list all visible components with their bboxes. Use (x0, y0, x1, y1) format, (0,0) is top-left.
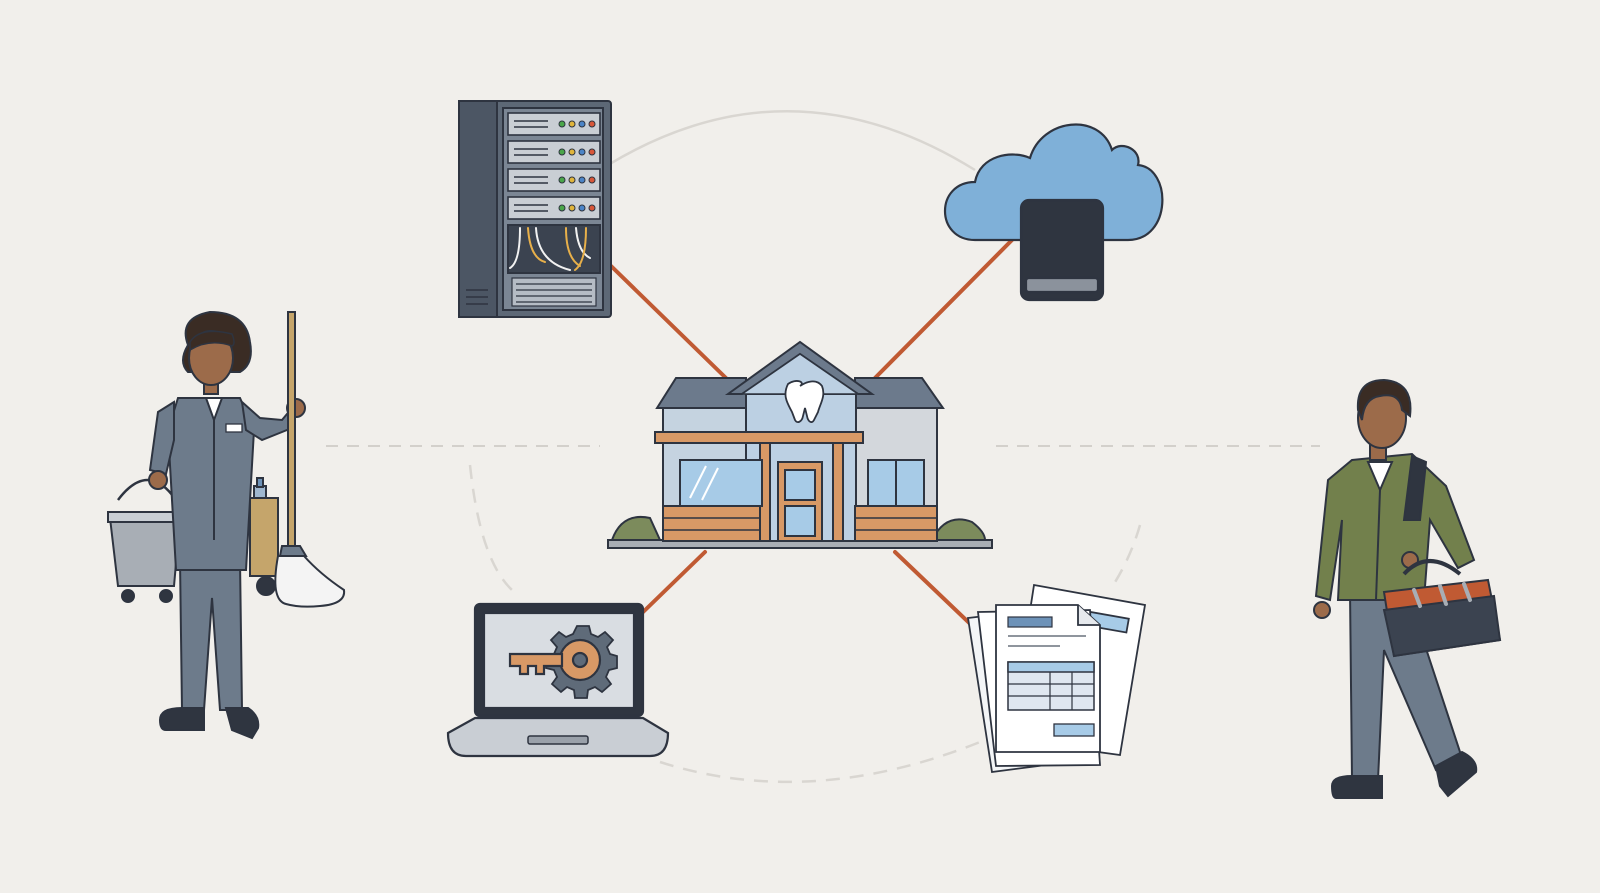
mop-head (274, 555, 346, 608)
ring-arc-bottom (659, 740, 981, 784)
background-ring (468, 110, 1142, 784)
ring-arc-top (607, 110, 976, 172)
connector-cloud (873, 238, 1014, 380)
dental-office-building (607, 340, 993, 549)
wood-siding (662, 505, 938, 542)
connector-server (608, 263, 730, 382)
window-right (867, 459, 925, 507)
mop-bucket (107, 478, 183, 603)
ring-arc-left (468, 464, 513, 591)
cleaning-cart (249, 477, 279, 596)
laptop-key-gear-icon (446, 602, 670, 758)
janitor-icon (107, 310, 346, 740)
cloud-drive-icon (943, 123, 1164, 302)
bush-right (930, 518, 987, 541)
connectors (608, 238, 1014, 640)
tooth-icon (784, 380, 825, 423)
window-left (679, 459, 763, 507)
tool-bag (1382, 559, 1502, 658)
connector-laptop (638, 550, 707, 617)
documents-icon (966, 583, 1147, 774)
front-door (777, 461, 823, 542)
wrench-icon (1412, 582, 1472, 608)
server-rack-icon (458, 100, 612, 318)
key-icon (508, 638, 602, 682)
awning (654, 431, 864, 444)
bush-left (610, 516, 662, 541)
technician-icon (1313, 378, 1502, 799)
ring-arc-right (1108, 524, 1142, 591)
mop-handle (287, 311, 296, 553)
